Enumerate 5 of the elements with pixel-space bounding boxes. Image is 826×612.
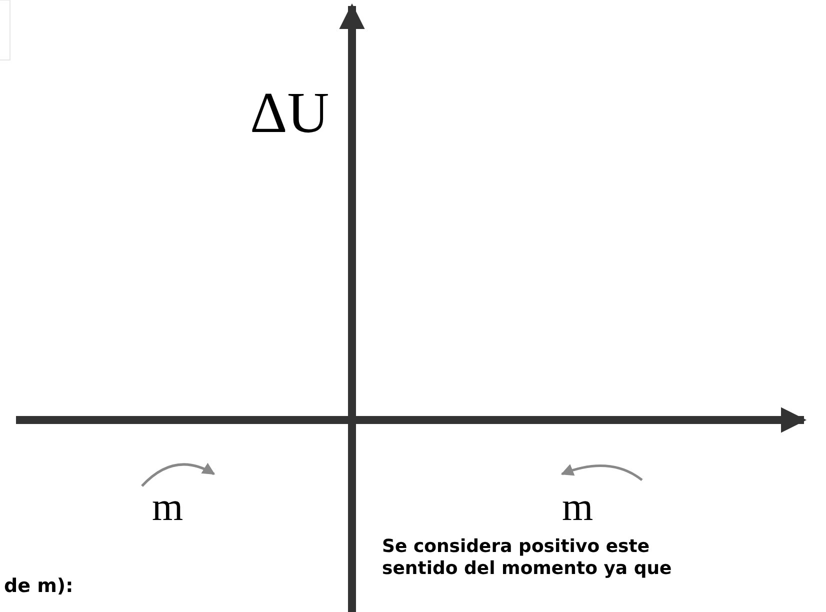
moment-symbol: m — [562, 483, 594, 531]
note-text: de m): — [4, 575, 74, 598]
axis-label: ΔU — [250, 79, 330, 147]
note-text: Se considera positivo este sentido del momento ya que — [382, 536, 673, 580]
moment-symbol: m — [152, 483, 184, 531]
